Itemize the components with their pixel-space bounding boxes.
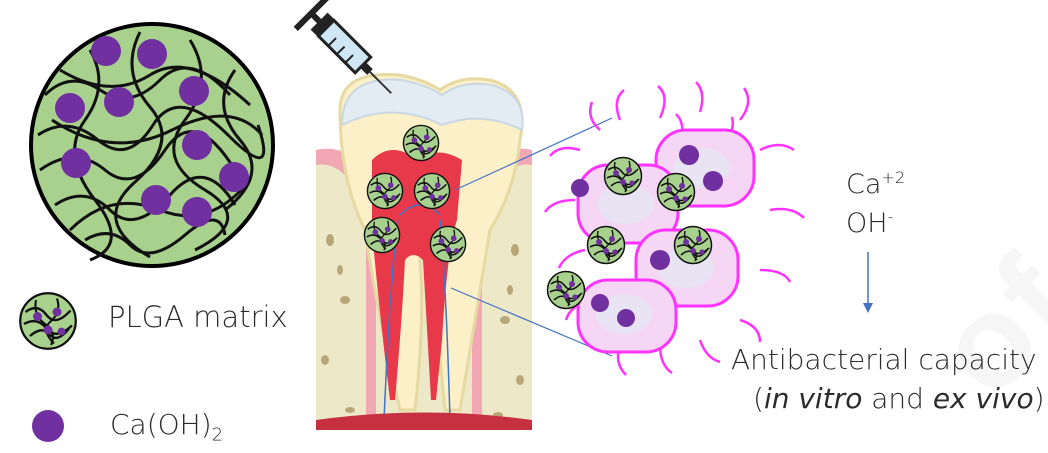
calcium-ion-label: Ca+2 [846, 168, 905, 200]
caoh-text: Ca(OH) [110, 408, 212, 441]
hydroxide-symbol: OH [846, 208, 888, 239]
tooth-nanoparticle [367, 173, 402, 208]
calcium-charge: +2 [881, 168, 905, 187]
and-text: and [862, 382, 932, 415]
plga-matrix-icon [20, 293, 76, 349]
antibacterial-capacity-label: Antibacterial capacity [731, 343, 1037, 376]
plga-matrix-label: PLGA matrix [108, 300, 288, 334]
tooth-nanoparticle [364, 217, 399, 252]
tooth-nanoparticle [430, 226, 465, 261]
in-vitro-text: in vitro [764, 382, 862, 415]
caoh-label: Ca(OH)2 [110, 408, 223, 446]
bacteria-nanoparticle [605, 158, 642, 195]
bacteria-nanoparticle [548, 272, 585, 309]
calcium-symbol: Ca [846, 169, 881, 200]
ex-vivo-text: ex vivo [933, 382, 1034, 415]
test-conditions-label: (in vitro and ex vivo) [753, 382, 1045, 415]
bacteria-nanoparticle [588, 227, 625, 264]
caoh-subscript: 2 [212, 425, 223, 446]
bacteria-nanoparticle [675, 227, 712, 264]
paren-close: ) [1034, 382, 1045, 415]
nanoparticle-zoom [31, 24, 273, 266]
caoh-particle-icon [32, 410, 64, 442]
bacterium [578, 280, 676, 352]
hydroxide-charge: - [888, 207, 894, 226]
paren-open: ( [753, 382, 764, 415]
ion-release-arrow [863, 252, 873, 313]
tooth-nanoparticle [403, 125, 438, 160]
tooth-nanoparticle [414, 173, 449, 208]
bacteria-nanoparticle [658, 174, 695, 211]
hydroxide-ion-label: OH- [846, 207, 893, 239]
